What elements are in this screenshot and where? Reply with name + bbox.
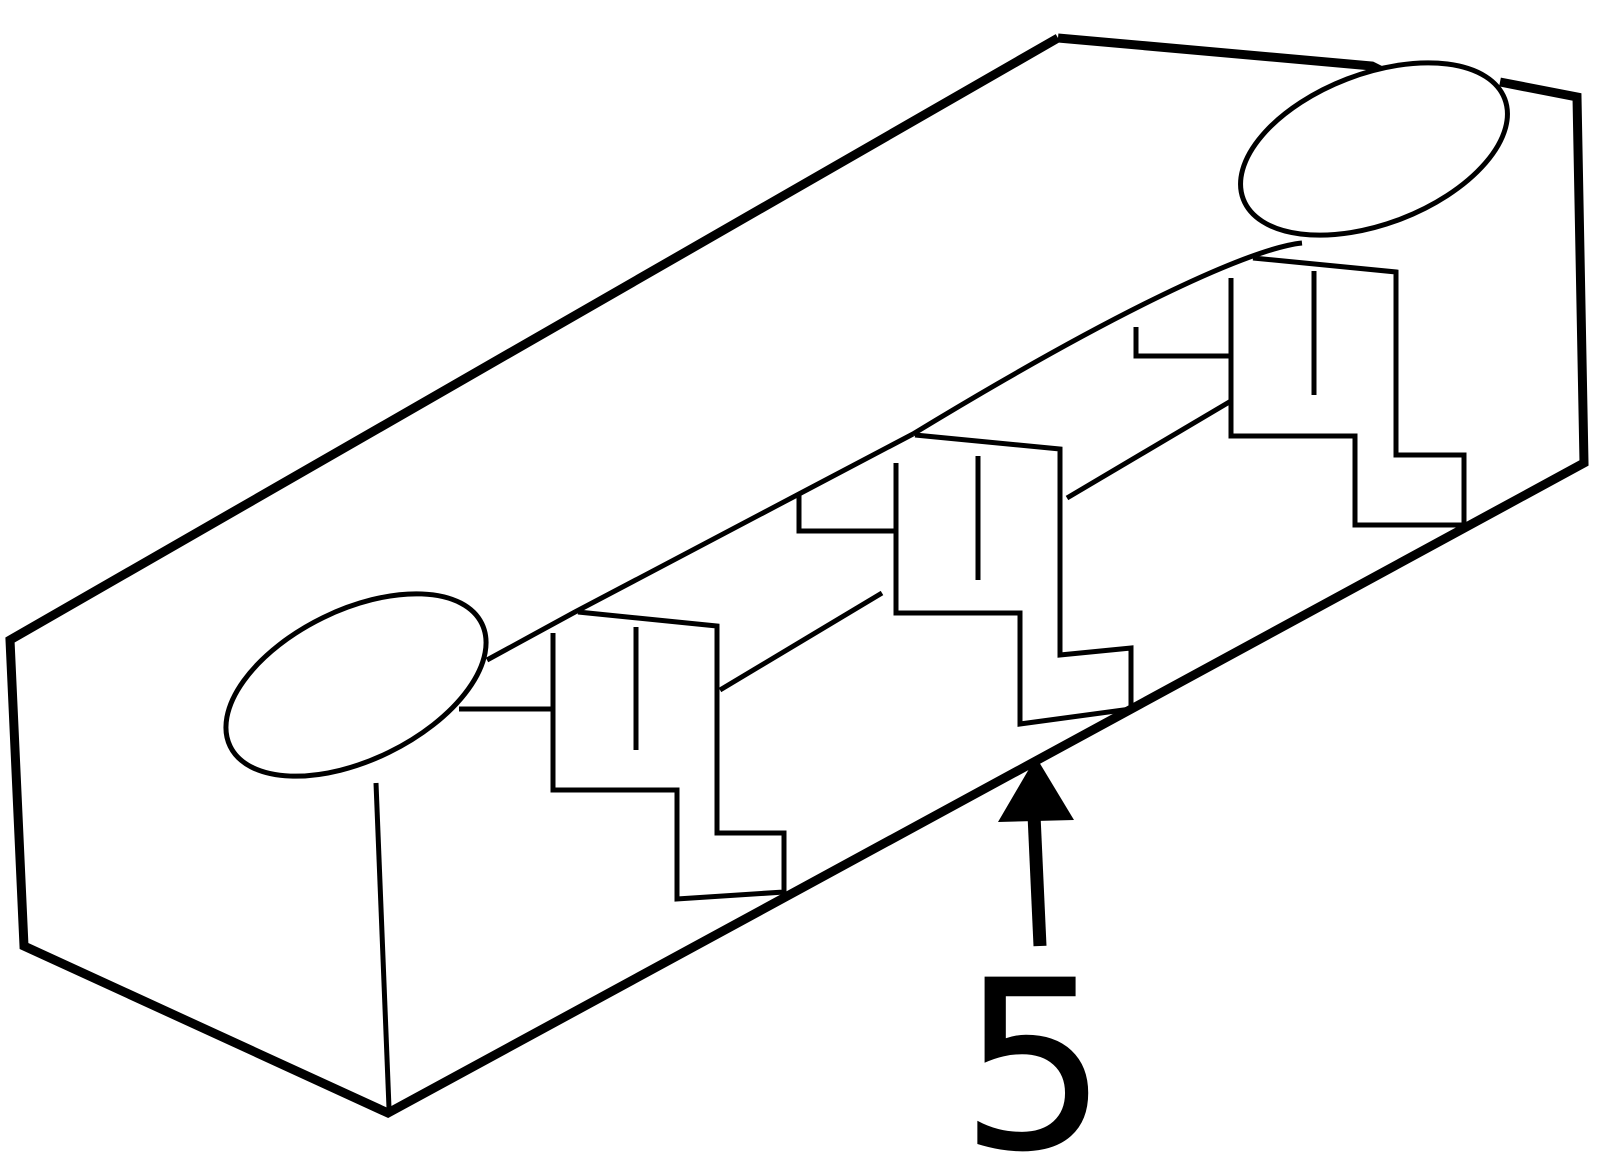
channel-step-far	[1228, 255, 1467, 528]
channel-floor-mid	[718, 432, 1134, 727]
far-step-ledge	[1133, 327, 1231, 359]
mid-step-ledge	[796, 494, 896, 534]
bore-hole-near	[223, 591, 489, 779]
arrow-shaft	[1027, 814, 1047, 947]
channel-floor-near	[459, 609, 787, 902]
channel-floor-far	[1065, 255, 1467, 528]
channel-far-edge	[485, 240, 1303, 663]
channel-step-mid	[893, 432, 1134, 727]
mid-diagonal-edge	[718, 590, 884, 693]
far-diagonal-edge	[1065, 398, 1233, 501]
bore-hole-far	[1238, 60, 1510, 238]
callout-arrow	[998, 757, 1074, 947]
arrow-head	[998, 757, 1074, 822]
callout-label: 5	[959, 931, 1109, 1175]
front-vertical-edge	[373, 782, 392, 1109]
channel-step-near	[550, 609, 787, 902]
